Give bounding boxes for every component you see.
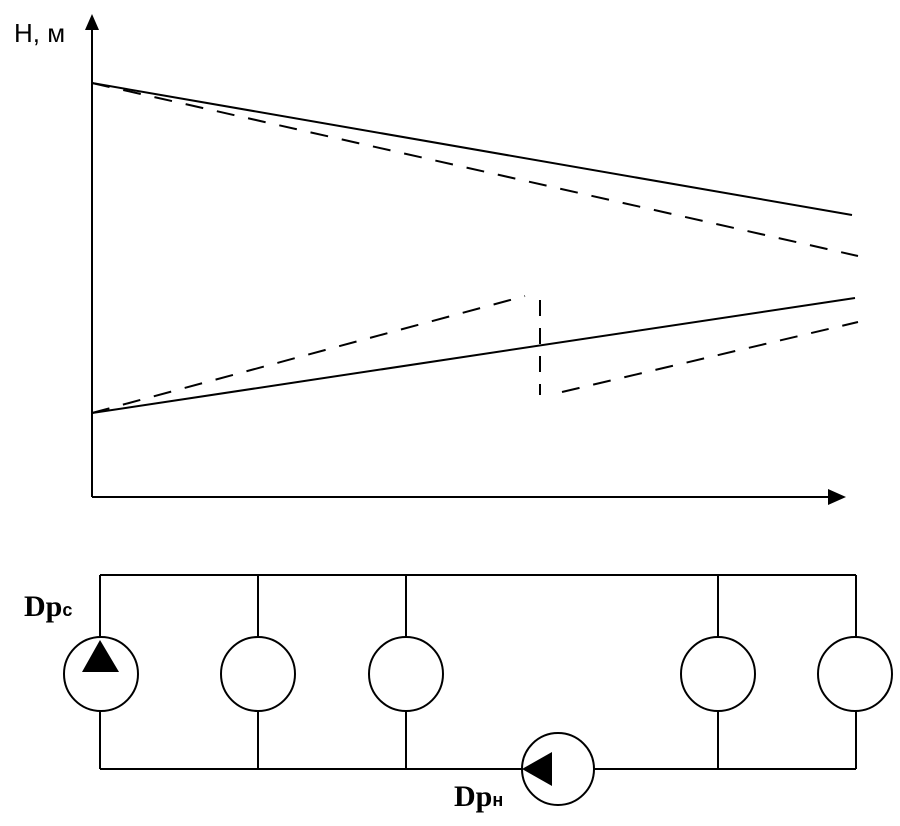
consumer-1 bbox=[220, 636, 296, 712]
return-head-line-dashed-2 bbox=[561, 321, 859, 393]
return-head-line-solid bbox=[91, 297, 856, 414]
supply-pump-label-sub: с bbox=[62, 600, 72, 620]
network-schematic: Dpс Dpн bbox=[24, 574, 893, 813]
return-pump-triangle-icon bbox=[522, 752, 552, 786]
consumer-4 bbox=[817, 636, 893, 712]
x-axis-arrowhead bbox=[828, 489, 846, 505]
consumer-3 bbox=[680, 636, 756, 712]
return-head-line-dashed-1 bbox=[91, 295, 526, 414]
supply-pump-label: Dpс bbox=[24, 590, 72, 623]
pressure-graph: H, м bbox=[14, 14, 859, 505]
supply-head-line-dashed bbox=[91, 82, 859, 257]
y-axis-arrowhead bbox=[85, 14, 99, 30]
supply-head-line-solid bbox=[91, 82, 853, 216]
supply-pump-triangle-icon bbox=[82, 640, 119, 672]
return-pump-label-sub: н bbox=[492, 790, 503, 810]
supply-pump bbox=[63, 636, 139, 712]
consumer-2 bbox=[368, 636, 444, 712]
y-axis-label: H, м bbox=[14, 18, 65, 48]
return-pump-label-main: Dp bbox=[454, 780, 492, 813]
return-pump-label: Dpн bbox=[454, 780, 503, 813]
supply-pump-label-main: Dp bbox=[24, 590, 62, 623]
